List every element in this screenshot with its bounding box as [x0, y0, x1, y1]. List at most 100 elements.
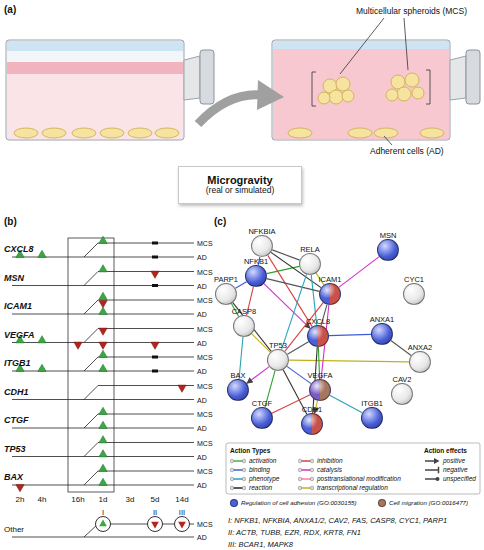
flask-cap	[466, 50, 480, 104]
protein-node: VEGFA	[309, 379, 331, 401]
legend-sample	[424, 476, 440, 483]
interaction-line	[281, 274, 306, 349]
no-change-mark	[152, 256, 158, 259]
node-label: ANXA2	[408, 344, 433, 352]
gene-label: CTGF	[4, 416, 29, 425]
sample-node	[242, 486, 246, 490]
interaction-line	[271, 252, 321, 287]
mcs-timeline	[84, 243, 194, 257]
protein-node: ICAM1	[319, 283, 341, 305]
no-change-mark	[152, 242, 158, 245]
legend-item: activation	[230, 458, 276, 465]
gene-label: MSN	[4, 273, 24, 282]
network-edges	[231, 250, 411, 414]
flask-body	[272, 40, 450, 140]
legend-text: inhibition	[317, 458, 343, 465]
protein-node: CAV2	[391, 383, 413, 405]
leader-line	[340, 18, 408, 74]
cell	[336, 77, 350, 91]
legend-item: phenotype	[230, 476, 279, 483]
cell	[342, 90, 354, 102]
bracket	[312, 72, 316, 106]
cell	[397, 87, 411, 101]
node-label: TP53	[269, 342, 287, 350]
process-box: Microgravity(real or simulated)	[178, 166, 302, 204]
legend-item: catalysis	[298, 467, 342, 474]
ad-timeline	[12, 285, 194, 286]
arrow-head	[257, 80, 284, 110]
no-change-mark	[152, 370, 158, 373]
interaction-line	[287, 366, 311, 383]
interaction-line	[272, 250, 299, 260]
row-label: MCS	[197, 382, 213, 389]
legend-item: posttranslational modification	[298, 476, 401, 483]
downregulation-triangle	[99, 342, 107, 349]
legend-sample	[230, 467, 246, 474]
panel-label: (a)	[4, 5, 16, 15]
downregulation-triangle	[151, 522, 159, 529]
adherent-cells	[288, 128, 444, 138]
protein-node: NFKB1	[245, 265, 267, 287]
spheroid	[318, 77, 354, 104]
legend-sample	[298, 476, 314, 483]
legend-item: reaction	[230, 485, 272, 492]
legend-text: posttranslational modification	[317, 476, 401, 483]
protein-node: ANXA2	[409, 351, 431, 373]
downregulation-triangle	[74, 342, 82, 349]
downregulation-triangle	[99, 328, 107, 335]
row-label: AD	[197, 425, 207, 432]
ring-symbol	[148, 517, 164, 533]
row-label: AD	[197, 453, 207, 460]
panel-label: (c)	[214, 217, 226, 227]
time-label: 14d	[175, 496, 188, 504]
cell	[14, 128, 38, 138]
node-label: NFKB1	[244, 258, 268, 266]
legend-text: activation	[249, 458, 276, 465]
interaction-line	[247, 367, 269, 384]
sample-node	[230, 459, 234, 463]
right-flask	[272, 18, 480, 145]
gene-label: ICAM1	[4, 302, 32, 311]
legend-sample	[230, 476, 246, 483]
upregulation-triangle	[99, 350, 107, 357]
protein-node: CXCL8	[307, 325, 329, 347]
row-label: AD	[197, 311, 207, 318]
upregulation-triangle	[99, 421, 107, 428]
panel-label: (b)	[4, 217, 17, 227]
upregulation-triangle	[99, 364, 107, 371]
sample-node	[230, 486, 234, 490]
row-label: MCS	[197, 325, 213, 332]
legend-item: binding	[230, 467, 270, 474]
row-label: MCS	[197, 468, 213, 475]
ring-symbol	[175, 517, 191, 533]
downregulation-triangle	[178, 385, 186, 392]
ad-timeline	[12, 537, 194, 538]
upregulation-triangle	[38, 336, 46, 343]
downregulation-triangle	[178, 522, 186, 529]
gene-label: VEGFA	[4, 330, 35, 339]
row-label: AD	[197, 396, 207, 403]
sample-node	[310, 459, 314, 463]
legend-heading: Action Types	[230, 448, 270, 455]
cell	[374, 128, 398, 138]
legend-item: unspecified	[424, 476, 476, 483]
legend-text: negative	[443, 467, 468, 474]
sample-node	[298, 468, 302, 472]
flask-top	[7, 41, 183, 51]
protein-node: ANXA1	[371, 323, 393, 345]
legend-item: negative	[424, 467, 468, 474]
legend-sample	[298, 485, 314, 492]
upregulation-triangle	[99, 450, 107, 457]
cell	[100, 128, 124, 138]
protein-node: TP53	[267, 349, 289, 371]
interaction-line	[329, 334, 371, 335]
legend-text: Regulation of cell adhesion (GO:0030155)	[241, 500, 357, 506]
row-label: MCS	[197, 240, 213, 247]
footnote: II: ACTB, TUBB, EZR, RDX, KRT8, FN1	[228, 529, 361, 537]
mcs-timeline	[84, 443, 194, 457]
protein-node: NFKBIA	[251, 235, 273, 257]
protein-node: CASP8	[233, 315, 255, 337]
protein-node: PARP1	[215, 283, 237, 305]
flask-cap	[200, 50, 214, 104]
node-label: RELA	[300, 246, 320, 254]
